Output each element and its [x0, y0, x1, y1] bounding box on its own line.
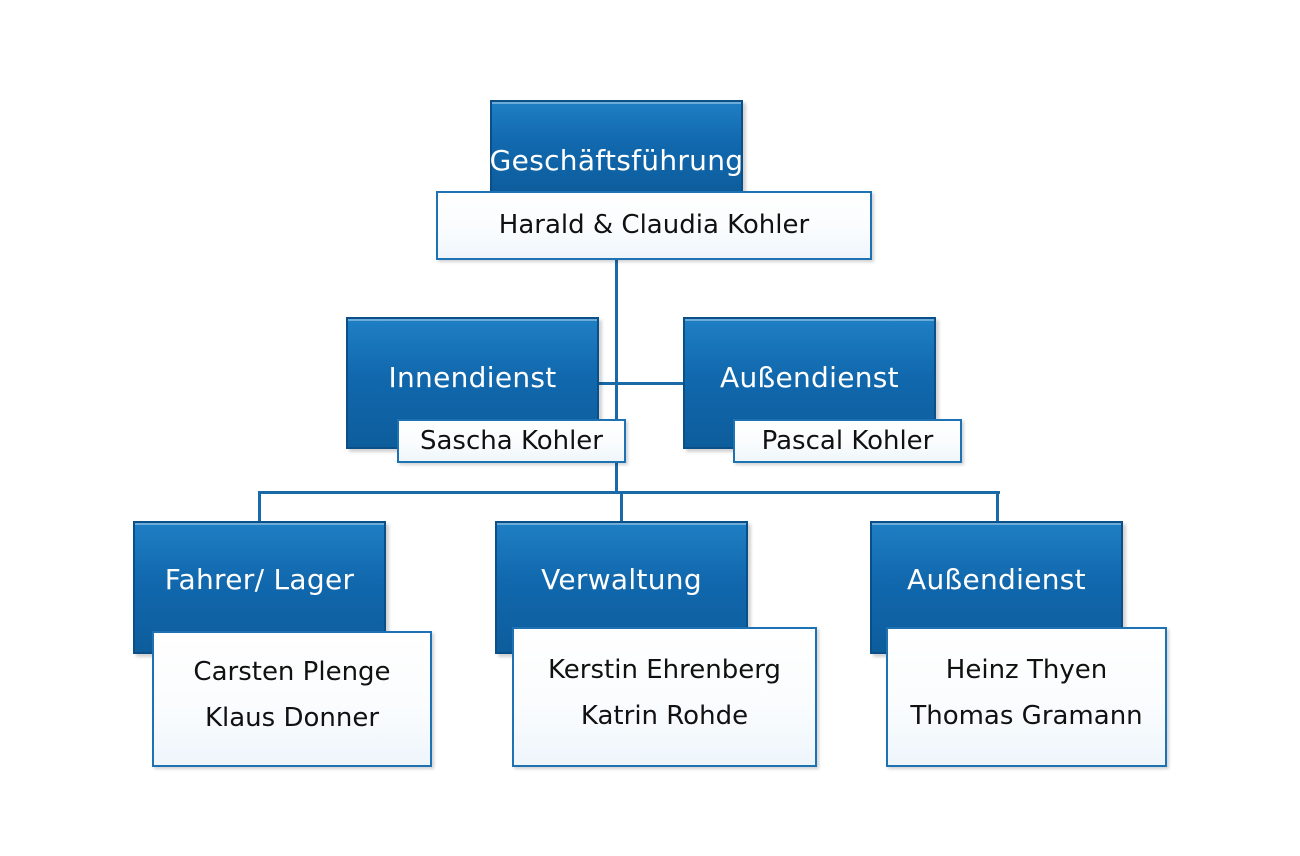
connector-bottom-bar — [258, 491, 1000, 494]
person-name: Pascal Kohler — [761, 426, 934, 456]
person-name: Katrin Rohde — [580, 701, 749, 731]
person-name: Kerstin Ehrenberg — [548, 655, 781, 685]
person-name: Carsten Plenge — [193, 657, 391, 687]
role-title: Innendienst — [388, 361, 557, 394]
role-box-geschaeftsfuehrung: Geschäftsführung — [490, 100, 743, 196]
connector-middle-branch — [598, 382, 686, 385]
names-box-fahrer-lager: Carsten Plenge Klaus Donner — [152, 631, 432, 767]
person-name: Klaus Donner — [204, 703, 380, 733]
person-name: Heinz Thyen — [945, 655, 1108, 685]
role-title: Geschäftsführung — [489, 144, 744, 177]
names-box-aussendienst-middle: Pascal Kohler — [733, 419, 962, 463]
names-box-innendienst: Sascha Kohler — [397, 419, 626, 463]
names-box-verwaltung: Kerstin Ehrenberg Katrin Rohde — [512, 627, 817, 767]
connector-drop-right — [996, 491, 999, 524]
role-box-aussendienst-middle: Außendienst — [683, 317, 936, 449]
role-title: Außendienst — [720, 361, 899, 394]
person-name: Harald & Claudia Kohler — [498, 210, 810, 240]
names-box-geschaeftsfuehrung: Harald & Claudia Kohler — [436, 191, 872, 260]
connector-drop-left — [258, 491, 261, 524]
person-name: Sascha Kohler — [419, 426, 603, 456]
names-box-aussendienst-bottom: Heinz Thyen Thomas Gramann — [886, 627, 1167, 767]
connector-trunk — [615, 258, 618, 494]
role-title: Verwaltung — [541, 563, 702, 596]
role-title: Fahrer/ Lager — [164, 563, 355, 596]
person-name: Thomas Gramann — [910, 701, 1143, 731]
connector-drop-center — [620, 491, 623, 524]
role-title: Außendienst — [907, 563, 1086, 596]
